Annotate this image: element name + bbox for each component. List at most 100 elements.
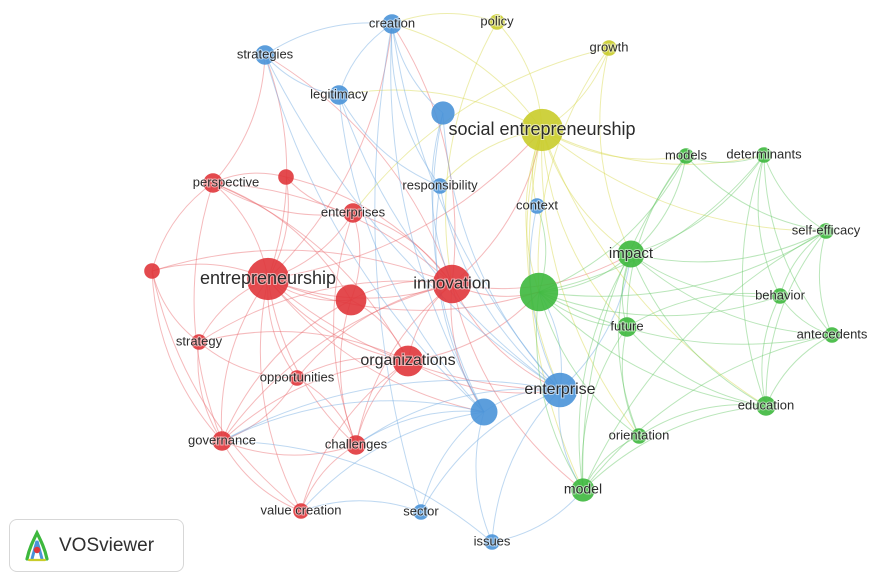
link-innovation-governance: [221, 283, 453, 442]
node-behavior[interactable]: [772, 288, 788, 304]
link-blue-unlabeled-1-enterprise: [442, 112, 561, 391]
node-strategies[interactable]: [255, 45, 275, 65]
label-innovation: innovation: [413, 273, 491, 292]
link-social-entrepreneurship-education: [541, 129, 767, 407]
link-determinants-behavior: [757, 154, 781, 297]
link-future-orientation: [621, 326, 640, 437]
node-value-creation[interactable]: [293, 503, 309, 519]
link-impact-orientation: [617, 253, 640, 437]
link-innovation-red-unlabeled-2: [285, 176, 453, 285]
link-governance-opportunities: [221, 377, 298, 442]
node-green-unlabeled-1[interactable]: [519, 272, 559, 312]
node-perspective[interactable]: [203, 173, 223, 193]
node-blue-unlabeled-2[interactable]: [470, 398, 498, 426]
node-enterprises[interactable]: [343, 203, 363, 223]
node-model[interactable]: [571, 478, 595, 502]
link-red-unlabeled-3-governance: [151, 270, 223, 442]
label-organizations: organizations: [360, 352, 455, 369]
link-green-unlabeled-1-determinants: [538, 154, 765, 293]
node-opportunities[interactable]: [289, 370, 305, 386]
link-strategy-governance: [197, 341, 223, 442]
node-policy[interactable]: [489, 14, 505, 30]
link-creation-blue-unlabeled-2: [390, 23, 485, 413]
label-strategy: strategy: [176, 333, 223, 348]
node-organizations[interactable]: [392, 345, 424, 377]
link-enterprise-challenges: [355, 388, 561, 446]
node-antecedents[interactable]: [824, 327, 840, 343]
brand-name: VOSviewer: [59, 534, 155, 556]
label-behavior: behavior: [755, 287, 806, 302]
label-model: model: [564, 481, 602, 497]
link-entrepreneurship-organizations: [267, 278, 409, 362]
link-entrepreneurship-challenges: [267, 278, 357, 446]
label-strategies: strategies: [237, 46, 294, 61]
link-self-efficacy-model: [582, 230, 827, 491]
link-antecedents-model: [582, 334, 833, 491]
node-growth[interactable]: [601, 40, 617, 56]
node-social-entrepreneurship[interactable]: [520, 108, 564, 152]
node-red-unlabeled-1[interactable]: [335, 284, 367, 316]
link-blue-unlabeled-2-challenges: [355, 410, 485, 446]
node-sector[interactable]: [413, 504, 429, 520]
link-social-entrepreneurship-self-efficacy: [541, 129, 827, 232]
label-value-creation: value creation: [261, 502, 342, 517]
node-responsibility[interactable]: [432, 178, 448, 194]
link-governance-challenges: [221, 440, 357, 456]
link-entrepreneurship-value-creation: [259, 278, 302, 512]
link-innovation-perspective: [212, 182, 453, 285]
label-enterprises: enterprises: [321, 204, 386, 219]
node-entrepreneurship[interactable]: [246, 257, 290, 301]
node-future[interactable]: [617, 317, 637, 337]
node-governance[interactable]: [212, 431, 232, 451]
label-legitimacy: legitimacy: [310, 86, 368, 101]
node-models[interactable]: [678, 148, 694, 164]
link-perspective-governance: [193, 182, 223, 442]
vosviewer-logo-icon: [25, 528, 49, 561]
node-strategy[interactable]: [191, 334, 207, 350]
link-social-entrepreneurship-legitimacy: [338, 89, 543, 131]
link-policy-creation: [391, 13, 498, 25]
link-governance-value-creation: [221, 440, 302, 512]
link-impact-antecedents: [630, 253, 833, 336]
link-policy-innovation: [445, 21, 498, 285]
link-creation-legitimacy: [338, 23, 393, 96]
label-context: context: [516, 197, 558, 212]
node-education[interactable]: [756, 396, 776, 416]
link-organizations-enterprise: [407, 360, 561, 394]
link-determinants-self-efficacy: [763, 154, 827, 232]
label-growth: growth: [589, 39, 628, 54]
node-impact[interactable]: [617, 240, 645, 268]
node-creation[interactable]: [382, 14, 402, 34]
node-enterprise[interactable]: [542, 372, 578, 408]
label-challenges: challenges: [325, 436, 388, 451]
link-issues-model: [491, 489, 584, 543]
node-context[interactable]: [529, 198, 545, 214]
node-challenges[interactable]: [346, 435, 366, 455]
node-innovation[interactable]: [432, 264, 472, 304]
link-creation-strategies: [264, 22, 393, 56]
link-organizations-perspective: [212, 182, 409, 362]
link-green-unlabeled-1-education: [538, 291, 767, 407]
node-red-unlabeled-3[interactable]: [144, 263, 160, 279]
link-enterprise-issues: [491, 389, 561, 543]
link-red-unlabeled-1-perspective: [212, 182, 352, 301]
node-self-efficacy[interactable]: [818, 223, 834, 239]
link-self-efficacy-education: [765, 230, 827, 407]
node-red-unlabeled-2[interactable]: [278, 169, 294, 185]
label-creation: creation: [369, 15, 415, 30]
link-determinants-antecedents: [763, 154, 833, 336]
node-blue-unlabeled-1[interactable]: [431, 101, 455, 125]
node-issues[interactable]: [484, 534, 500, 550]
node-legitimacy[interactable]: [329, 85, 349, 105]
link-sector-value-creation: [300, 500, 422, 513]
label-governance: governance: [188, 432, 256, 447]
node-determinants[interactable]: [756, 147, 772, 163]
link-green-unlabeled-1-orientation: [538, 291, 640, 437]
link-education-model: [582, 405, 767, 491]
link-impact-model: [578, 253, 632, 491]
link-blue-unlabeled-1-blue-unlabeled-2: [432, 112, 485, 413]
node-orientation[interactable]: [631, 428, 647, 444]
link-red-unlabeled-3-value-creation: [151, 270, 302, 512]
label-future: future: [610, 318, 643, 333]
